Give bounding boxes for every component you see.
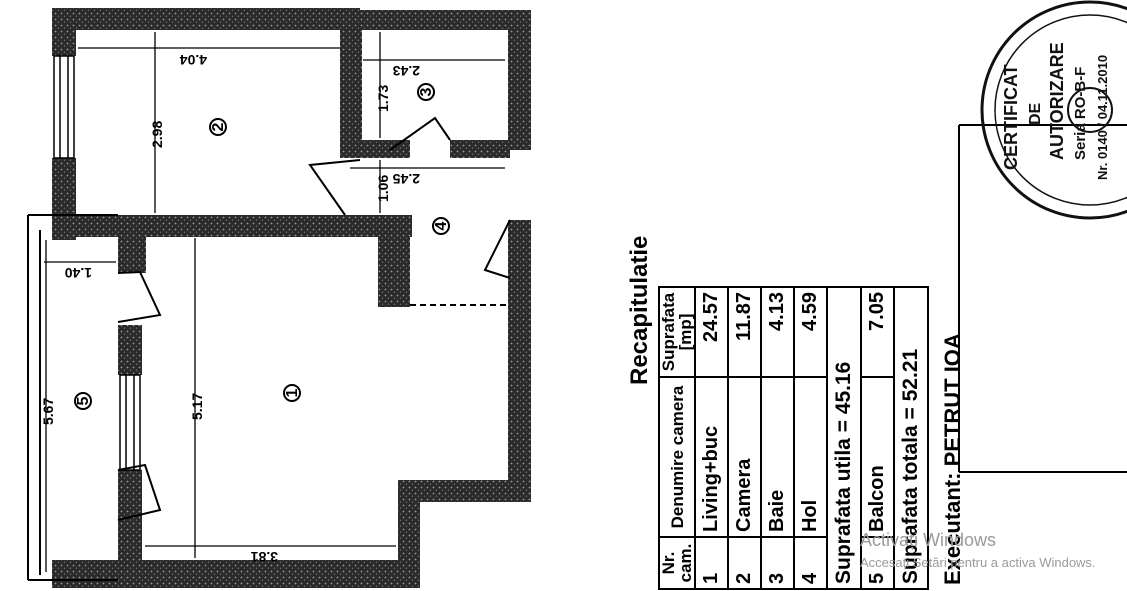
room-nr: 3 [761, 537, 794, 589]
dim-bath-depth: 1.73 [375, 85, 391, 112]
room-area: 11.87 [728, 287, 761, 377]
header-area: Suprafata [mp] [659, 287, 695, 377]
svg-text:1: 1 [284, 388, 301, 397]
svg-text:5: 5 [75, 396, 92, 405]
table-header-row: Nr. cam. Denumire camera Suprafata [mp] [659, 287, 695, 589]
room-number-4: 4 [432, 217, 450, 235]
balcony-area: 7.05 [861, 287, 894, 377]
wall-living-left-top [118, 215, 146, 273]
window-bedroom [53, 55, 75, 159]
door-balcony-top [117, 270, 162, 323]
svg-text:4: 4 [433, 221, 450, 230]
stamp-line-4: Seria RO-B-F [1072, 67, 1089, 160]
wall-left-top [52, 8, 76, 56]
table-row: 2 Camera 11.87 [728, 287, 761, 589]
stamp-line-3: AUTORIZARE [1047, 42, 1067, 160]
watermark-title: Activați Windows [860, 530, 997, 550]
wall-top [52, 8, 360, 30]
useful-area: Suprafata utila = 45.16 [827, 287, 861, 589]
room-number-1: 1 [283, 384, 301, 402]
wall-bath-bedroom [340, 10, 362, 155]
useful-area-row: Suprafata utila = 45.16 [827, 287, 861, 589]
stamp-line-1: CERTIFICAT [1001, 64, 1021, 170]
summary-title: Recapitulatie [626, 235, 653, 385]
windows-activation-watermark: Activați Windows Accesați Setări pentru … [860, 530, 1096, 570]
dim-balcony-width: 1.40 [65, 265, 92, 281]
wall-right-lower [508, 300, 531, 485]
doors [117, 116, 511, 521]
stamp-line-5: Nr. 0140 / 04.11.2010 [1095, 55, 1110, 180]
wall-top-bath [345, 10, 531, 30]
summary-frame [958, 124, 1127, 473]
dim-hall-width: 2.45 [393, 171, 420, 187]
svg-text:3: 3 [418, 87, 435, 96]
dim-hall-depth: 1.06 [375, 175, 391, 202]
balcony-outline [27, 214, 118, 581]
room-name: Camera [728, 377, 761, 537]
room-number-5: 5 [74, 392, 92, 410]
wall-right-upper [508, 10, 531, 150]
dim-bedroom-width: 4.04 [180, 52, 207, 68]
dimension-lines [44, 32, 505, 572]
wall-hall-column [378, 215, 410, 307]
wall-bath-hall [340, 140, 410, 158]
room-name: Living+buc [695, 377, 728, 537]
watermark-subtitle: Accesați Setări pentru a activa Windows. [860, 555, 1096, 570]
room-number-3: 3 [417, 83, 435, 101]
wall-bath-hall-right [450, 140, 510, 158]
room-nr: 1 [695, 537, 728, 589]
stamp-line-2: DE [1027, 102, 1044, 125]
room-area: 4.13 [761, 287, 794, 377]
dim-bath-width: 2.43 [393, 63, 420, 79]
wall-bedroom-living [52, 215, 412, 237]
room-name: Hol [794, 377, 827, 537]
wall-bottom [52, 560, 420, 588]
walls [52, 8, 531, 588]
door-balcony-bottom [117, 463, 162, 521]
table-row: 1 Living+buc 24.57 [695, 287, 728, 589]
balcony-name: Balcon [861, 377, 894, 537]
room-area: 4.59 [794, 287, 827, 377]
room-nr: 2 [728, 537, 761, 589]
room-number-2: 2 [209, 118, 227, 136]
window-balcony [119, 374, 141, 471]
door-bath [389, 116, 451, 151]
header-name: Denumire camera [659, 377, 695, 537]
room-nr: 4 [794, 537, 827, 589]
dim-living-length: 5.17 [189, 393, 205, 420]
wall-right-mid [508, 220, 531, 310]
stamp-rings [980, 0, 1127, 220]
table-row: 4 Hol 4.59 [794, 287, 827, 589]
dim-balcony-length: 5.67 [40, 398, 56, 425]
door-bedroom [308, 159, 361, 216]
table-row: 3 Baie 4.13 [761, 287, 794, 589]
dim-bedroom-depth: 2.98 [149, 121, 165, 148]
wall-step [398, 480, 531, 502]
room-name: Baie [761, 377, 794, 537]
dim-living-width: 3.81 [251, 549, 278, 565]
room-area: 24.57 [695, 287, 728, 377]
door-entry [483, 219, 511, 279]
floor-plan: 4.04 2.98 2.43 1.73 2.45 1.06 1.40 5.67 … [27, 8, 531, 588]
svg-text:2: 2 [210, 122, 227, 131]
wall-living-left-mid [118, 325, 142, 375]
authorization-stamp: CERTIFICAT DE AUTORIZARE Seria RO-B-F Nr… [980, 0, 1127, 220]
header-nr: Nr. cam. [659, 537, 695, 589]
